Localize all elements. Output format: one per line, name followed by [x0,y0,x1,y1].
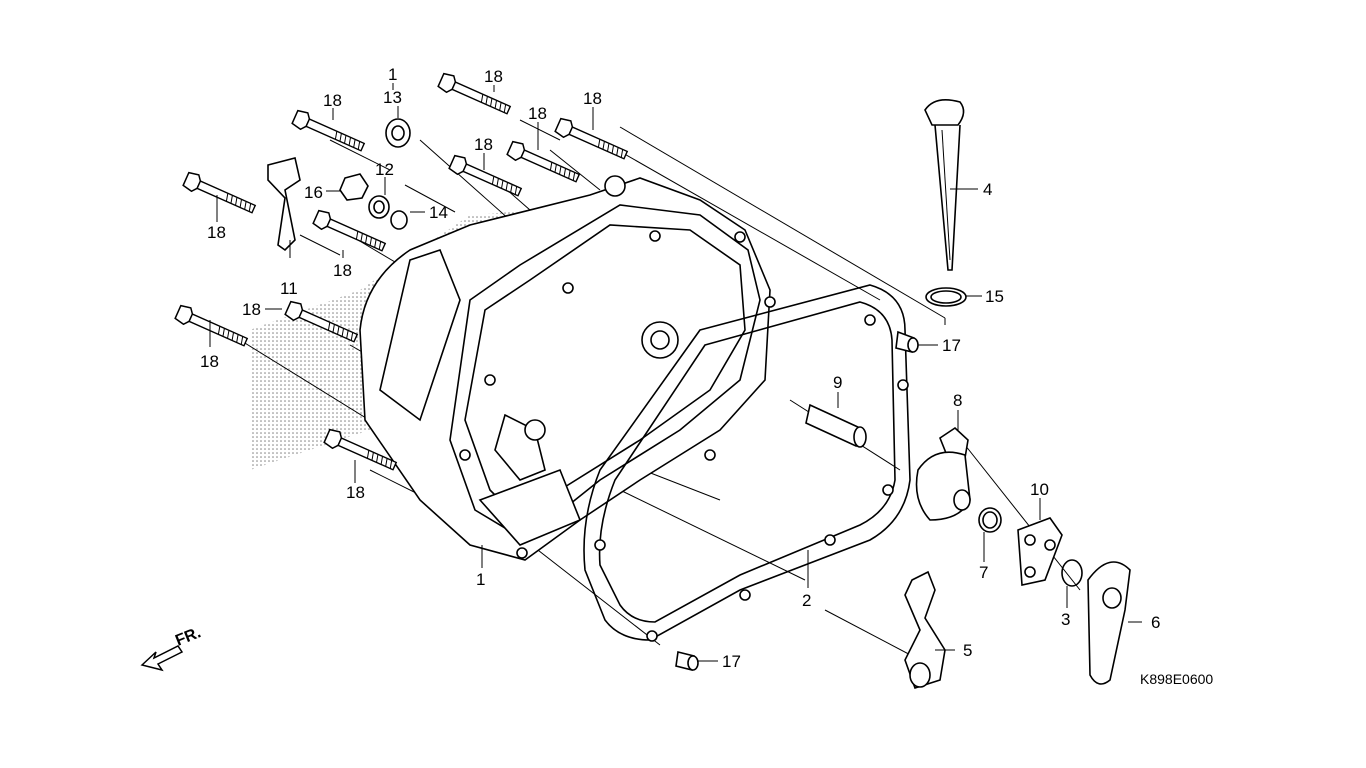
callout-1-top: 1 [388,65,397,84]
callout-13: 13 [383,88,402,107]
callout-15: 15 [985,287,1004,306]
callout-18-e: 18 [323,91,342,110]
crankcase-cover [359,175,776,561]
callout-4: 4 [983,180,992,199]
leader-lines [209,83,1142,662]
callout-9: 9 [833,373,842,392]
dipstick [924,99,967,307]
callout-18-b: 18 [583,89,602,108]
callout-6: 6 [1151,613,1160,632]
callout-18-c: 18 [528,104,547,123]
direction-arrow: FR. [140,624,203,672]
callout-14: 14 [429,203,448,222]
gasket [583,284,911,642]
callouts: 1 13 18 18 18 18 18 12 16 14 18 18 11 18… [200,65,1160,671]
callout-7: 7 [979,563,988,582]
callout-18-i: 18 [200,352,219,371]
callout-16: 16 [304,183,323,202]
callout-18-f: 18 [207,223,226,242]
callout-18-d: 18 [474,135,493,154]
callout-5: 5 [963,641,972,660]
callout-11: 11 [280,279,298,298]
callout-8: 8 [953,391,962,410]
callout-2: 2 [802,591,811,610]
callout-17-b: 17 [722,652,741,671]
left-small-parts [267,118,411,252]
diagram-code: K898E0600 [1140,671,1213,687]
callout-18-h: 18 [242,300,261,319]
callout-17-a: 17 [942,336,961,355]
callout-18-a: 18 [484,67,503,86]
stud-bolt [805,403,867,448]
callout-3: 3 [1061,610,1070,629]
callout-12: 12 [375,160,394,179]
callout-1-bottom: 1 [476,570,485,589]
callout-18-g: 18 [333,261,352,280]
right-mechanism [904,426,1131,689]
callout-10: 10 [1030,480,1049,499]
dowel-pins [675,330,919,671]
direction-label: FR. [173,624,203,649]
callout-18-j: 18 [346,483,365,502]
